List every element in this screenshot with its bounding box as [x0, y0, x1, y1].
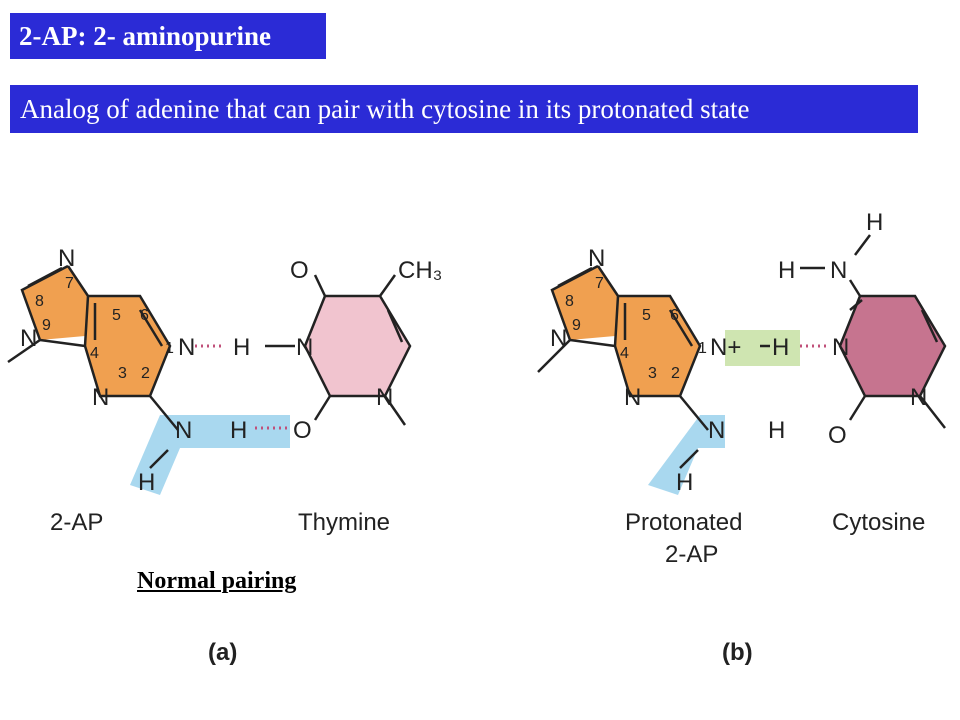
- panel-b: N N N+ N 7 8 9 5 6 4 1 3 2 H N H H N N O…: [537, 209, 947, 666]
- atom-cytosine-amino-h2: H: [866, 209, 883, 236]
- number-b-6: 6: [670, 307, 679, 324]
- atom-a-n3: N: [92, 384, 109, 411]
- amino-highlight-a: [130, 415, 290, 495]
- atom-b-n9: N: [550, 325, 567, 352]
- pyrimidine-ring-a: [85, 296, 170, 396]
- atom-cytosine-n3: N: [832, 334, 849, 361]
- number-b-5: 5: [642, 307, 651, 324]
- molecule-name-cytosine: Cytosine: [832, 509, 925, 536]
- pyrimidine-ring-b: [615, 296, 700, 396]
- number-b-4: 4: [620, 345, 629, 362]
- atom-thymine-o2: O: [293, 417, 312, 444]
- panel-label-a: (a): [208, 639, 237, 666]
- number-b-2: 2: [671, 365, 680, 382]
- panel-label-b: (b): [722, 639, 753, 666]
- number-a-3: 3: [118, 365, 127, 382]
- atom-a-n9: N: [20, 325, 37, 352]
- atom-b-n1-protonated: N+: [710, 334, 741, 361]
- number-a-4: 4: [90, 345, 99, 362]
- subtitle-banner: Analog of adenine that can pair with cyt…: [10, 85, 918, 133]
- atom-b-n3: N: [624, 384, 641, 411]
- number-a-9: 9: [42, 317, 51, 334]
- proton-highlight: [725, 330, 800, 366]
- atom-b-proton-h: H: [772, 334, 789, 361]
- number-a-5: 5: [112, 307, 121, 324]
- number-b-9: 9: [572, 317, 581, 334]
- number-b-7: 7: [595, 275, 604, 292]
- number-a-6: 6: [140, 307, 149, 324]
- panel-a: N N N N 7 8 9 5 6 4 1 3 2 N H H H N N O …: [7, 245, 442, 666]
- atom-thymine-h: H: [233, 334, 250, 361]
- atom-thymine-n1: N: [376, 384, 393, 411]
- number-b-3: 3: [648, 365, 657, 382]
- atom-thymine-ch3: CH₃: [398, 257, 442, 284]
- molecule-name-protonated-2ap: 2-AP: [665, 541, 718, 568]
- number-a-1: 1: [165, 340, 174, 357]
- atom-cytosine-o2: O: [828, 422, 847, 449]
- base-pairing-diagram: N N N N 7 8 9 5 6 4 1 3 2 N H H H N N O …: [7, 209, 947, 666]
- imidazole-ring-a: [22, 266, 88, 340]
- atom-b-amino-n: N: [708, 417, 725, 444]
- atom-cytosine-amino-n: N: [830, 257, 847, 284]
- atom-a-amino-n: N: [175, 417, 192, 444]
- atom-thymine-n3: N: [296, 334, 313, 361]
- molecule-name-thymine: Thymine: [298, 509, 390, 536]
- atom-a-amino-h2: H: [138, 469, 155, 496]
- number-a-8: 8: [35, 293, 44, 310]
- atom-b-amino-h2: H: [676, 469, 693, 496]
- atom-a-n1: N: [178, 334, 195, 361]
- cytosine-ring: [840, 296, 945, 396]
- atom-a-amino-h1: H: [230, 417, 247, 444]
- molecule-name-protonated: Protonated: [625, 509, 742, 536]
- atom-cytosine-amino-h1: H: [778, 257, 795, 284]
- thymine-ring: [305, 296, 410, 396]
- atom-a-n7: N: [58, 245, 75, 272]
- amino-highlight-b: [648, 415, 725, 495]
- atom-cytosine-n1: N: [910, 384, 927, 411]
- atom-b-n7: N: [588, 245, 605, 272]
- title-banner: 2-AP: 2- aminopurine: [10, 13, 326, 59]
- number-a-7: 7: [65, 275, 74, 292]
- number-b-1: 1: [698, 340, 707, 357]
- atom-b-amino-h1: H: [768, 417, 785, 444]
- normal-pairing-caption: Normal pairing: [137, 568, 297, 594]
- number-a-2: 2: [141, 365, 150, 382]
- molecule-name-2ap: 2-AP: [50, 509, 103, 536]
- atom-thymine-o4: O: [290, 257, 309, 284]
- imidazole-ring-b: [552, 266, 618, 340]
- number-b-8: 8: [565, 293, 574, 310]
